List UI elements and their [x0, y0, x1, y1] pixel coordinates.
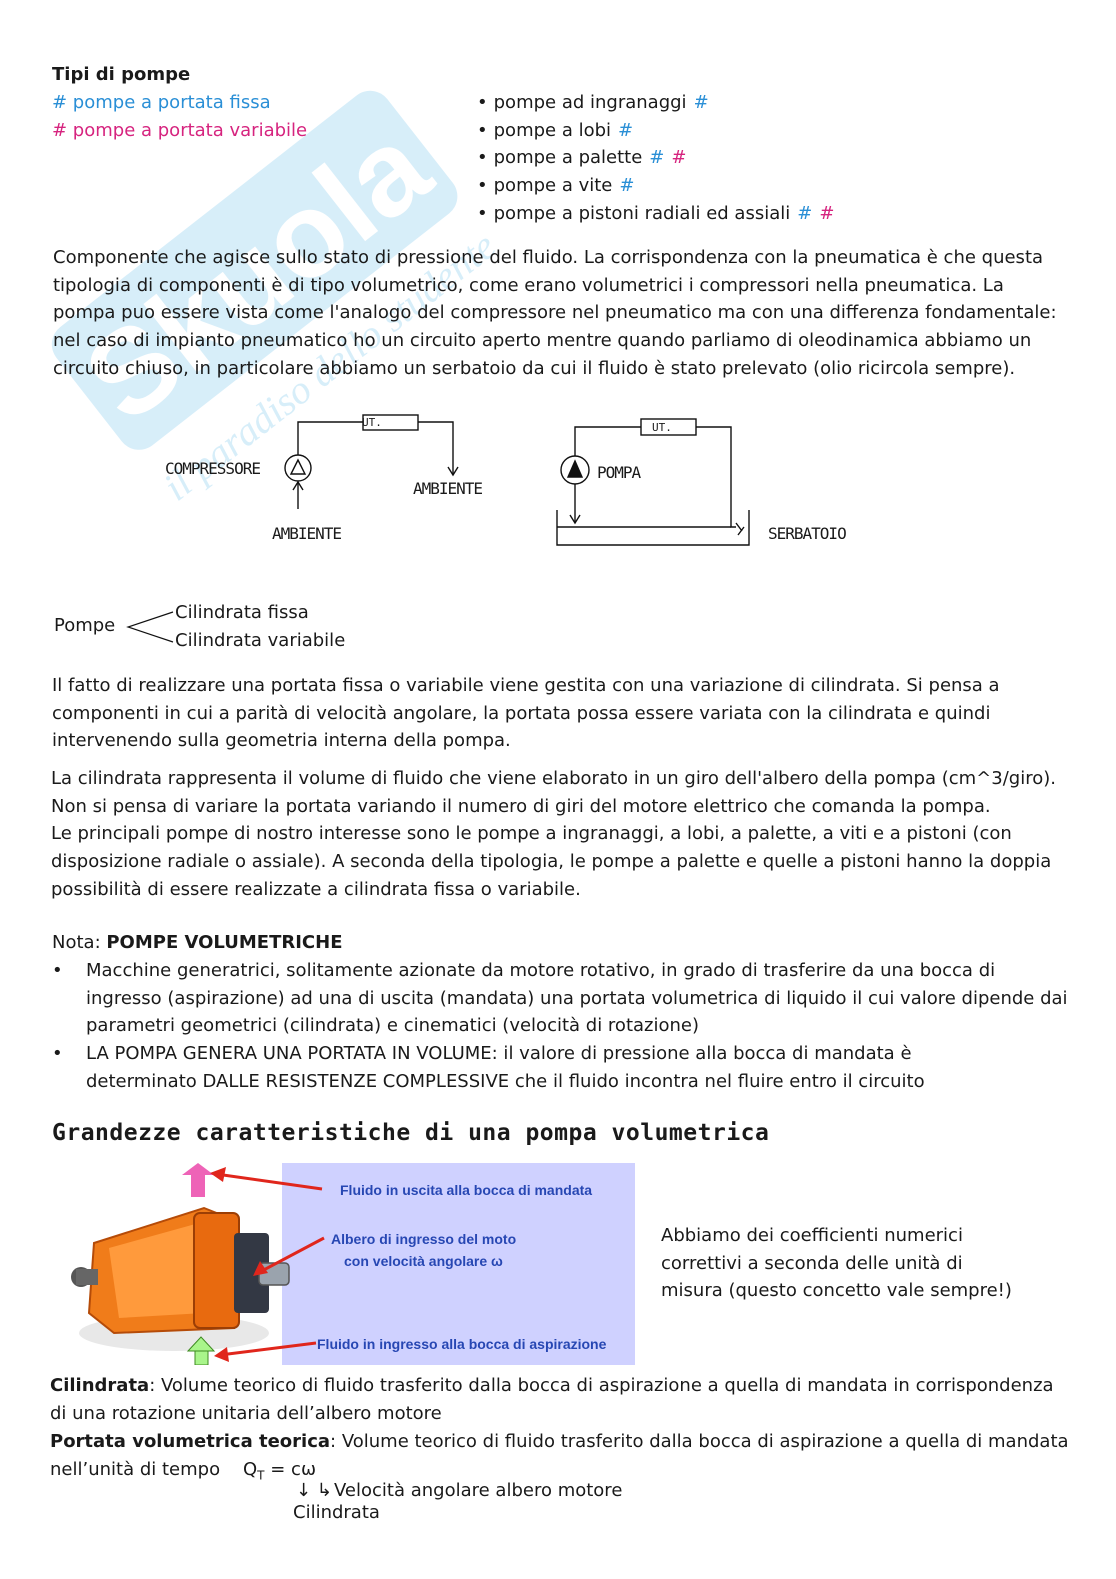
- bullet-dot: •: [477, 147, 488, 169]
- pump-type-tag: #: [618, 119, 634, 141]
- nota-heading: Nota: POMPE VOLUMETRICHE: [52, 932, 343, 953]
- intro-line: nel caso di impianto pneumatico ho un ci…: [53, 330, 1032, 352]
- pump-type-item: •pompe a palette # #: [477, 144, 686, 172]
- pompe-branch-fixed: Cilindrata fissa: [175, 602, 309, 623]
- para2-line: Non si pensa di variare la portata varia…: [51, 795, 991, 817]
- nota-bullet-line: LA POMPA GENERA UNA PORTATA IN VOLUME: i…: [86, 1043, 912, 1065]
- intro-line: tipologia di componenti è di tipo volume…: [53, 274, 1004, 296]
- circuit-sketch: [284, 414, 750, 546]
- side-note-line: Abbiamo dei coefficienti numerici: [661, 1225, 963, 1246]
- omega-note: Velocità angolare albero motore: [334, 1480, 623, 1501]
- nota-bullet-dot: •: [52, 960, 63, 981]
- pump-type-label: pompe ad ingranaggi: [493, 92, 687, 113]
- def-portata-line1: Portata volumetrica teorica: Volume teor…: [50, 1431, 1069, 1452]
- sketch-pump-label: POMPA: [597, 463, 641, 482]
- pompe-branch-lines: [126, 611, 174, 643]
- pump-type-label: pompe a palette: [493, 147, 643, 169]
- pump-type-item: •pompe a pistoni radiali ed assiali # #: [477, 200, 834, 228]
- formula-arrows: ↓ ↳: [296, 1480, 332, 1501]
- def-cilindrata-line2: di una rotazione unitaria dell’albero mo…: [50, 1403, 442, 1424]
- nota-bullet-dot: •: [52, 1043, 63, 1065]
- bullet-dot: •: [477, 92, 488, 113]
- bullet-dot: •: [477, 175, 488, 197]
- pompe-branch-variable: Cilindrata variabile: [175, 630, 346, 651]
- sketch-compressor-label: COMPRESSORE: [165, 459, 261, 478]
- pump-type-item: •pompe a lobi #: [477, 117, 633, 145]
- sketch-tank-label: SERBATOIO: [768, 524, 847, 543]
- sketch-env-out-label: AMBIENTE: [413, 479, 483, 498]
- sketch-user-left: UT.: [362, 416, 382, 429]
- nota-bullet-line: ingresso (aspirazione) ad una di uscita …: [86, 987, 1068, 1009]
- nota-bullet-line: determinato DALLE RESISTENZE COMPLESSIVE…: [86, 1070, 925, 1092]
- pump-type-item: •pompe ad ingranaggi #: [477, 89, 709, 117]
- pump-figure: Fluido in uscita alla bocca di mandata A…: [54, 1163, 635, 1365]
- nota-bullet-line: parametri geometrici (cilindrata) e cine…: [86, 1015, 700, 1037]
- intro-line: circuito chiuso, in particolare abbiamo …: [53, 357, 1016, 379]
- formula-qt: QT = cω: [243, 1459, 317, 1483]
- pump-type-tag: #: [619, 175, 635, 197]
- figure-label-shaft: Albero di ingresso del moto: [331, 1231, 517, 1247]
- c-note: Cilindrata: [293, 1502, 380, 1523]
- types-title: Tipi di pompe: [52, 64, 191, 85]
- para2-line: disposizione radiale o assiale). A secon…: [51, 851, 1052, 873]
- pump-type-label: pompe a vite: [493, 175, 613, 197]
- figure-label-omega: con velocità angolare ω: [344, 1253, 503, 1269]
- bullet-dot: •: [477, 119, 488, 141]
- pump-type-tag: #: [671, 147, 687, 169]
- pump-type-label: pompe a pistoni radiali ed assiali: [493, 202, 791, 224]
- intro-line: Componente che agisce sullo stato di pre…: [53, 247, 1044, 268]
- side-note-line: correttivi a seconda delle unità di: [661, 1252, 963, 1274]
- pump-type-tag: #: [797, 202, 813, 224]
- bullet-dot: •: [477, 202, 488, 224]
- legend-variable: # pompe a portata variabile: [52, 120, 308, 141]
- pump-type-tag: #: [649, 147, 665, 169]
- pump-type-tag: #: [693, 92, 709, 113]
- figure-label-out: Fluido in uscita alla bocca di mandata: [340, 1182, 593, 1198]
- para2-line: possibilità di essere realizzate a cilin…: [51, 878, 581, 900]
- side-note-line: misura (questo concetto vale sempre!): [661, 1280, 1012, 1302]
- pump-type-label: pompe a lobi: [493, 119, 612, 141]
- para2-line: La cilindrata rappresenta il volume di f…: [51, 768, 1056, 789]
- pump-type-tag: #: [819, 202, 835, 224]
- para1-line: Il fatto di realizzare una portata fissa…: [52, 675, 1000, 696]
- pompe-root: Pompe: [54, 615, 116, 636]
- intro-line: pompa puo essere vista come l'analogo de…: [53, 302, 1057, 324]
- para2-line: Le principali pompe di nostro interesse …: [51, 823, 1012, 845]
- nota-bullet-line: Macchine generatrici, solitamente aziona…: [86, 960, 996, 981]
- def-cilindrata-line1: Cilindrata: Volume teorico di fluido tra…: [50, 1375, 1054, 1396]
- para1-line: componenti in cui a parità di velocità a…: [52, 702, 991, 724]
- pump-type-item: •pompe a vite #: [477, 172, 634, 200]
- sketch-env-in-label: AMBIENTE: [272, 524, 342, 543]
- para1-line: intervenendo sulla geometria interna del…: [52, 730, 511, 752]
- section-title: Grandezze caratteristiche di una pompa v…: [52, 1120, 770, 1146]
- sketch-user-right: UT.: [652, 421, 672, 434]
- pump-illustration: [71, 1163, 325, 1365]
- def-portata-term: Portata volumetrica teorica: [50, 1431, 331, 1452]
- figure-label-in: Fluido in ingresso alla bocca di aspiraz…: [317, 1336, 607, 1352]
- def-portata-line2: nell’unità di tempo: [50, 1459, 221, 1480]
- legend-fixed: # pompe a portata fissa: [52, 92, 271, 113]
- def-cilindrata-term: Cilindrata: [50, 1375, 150, 1396]
